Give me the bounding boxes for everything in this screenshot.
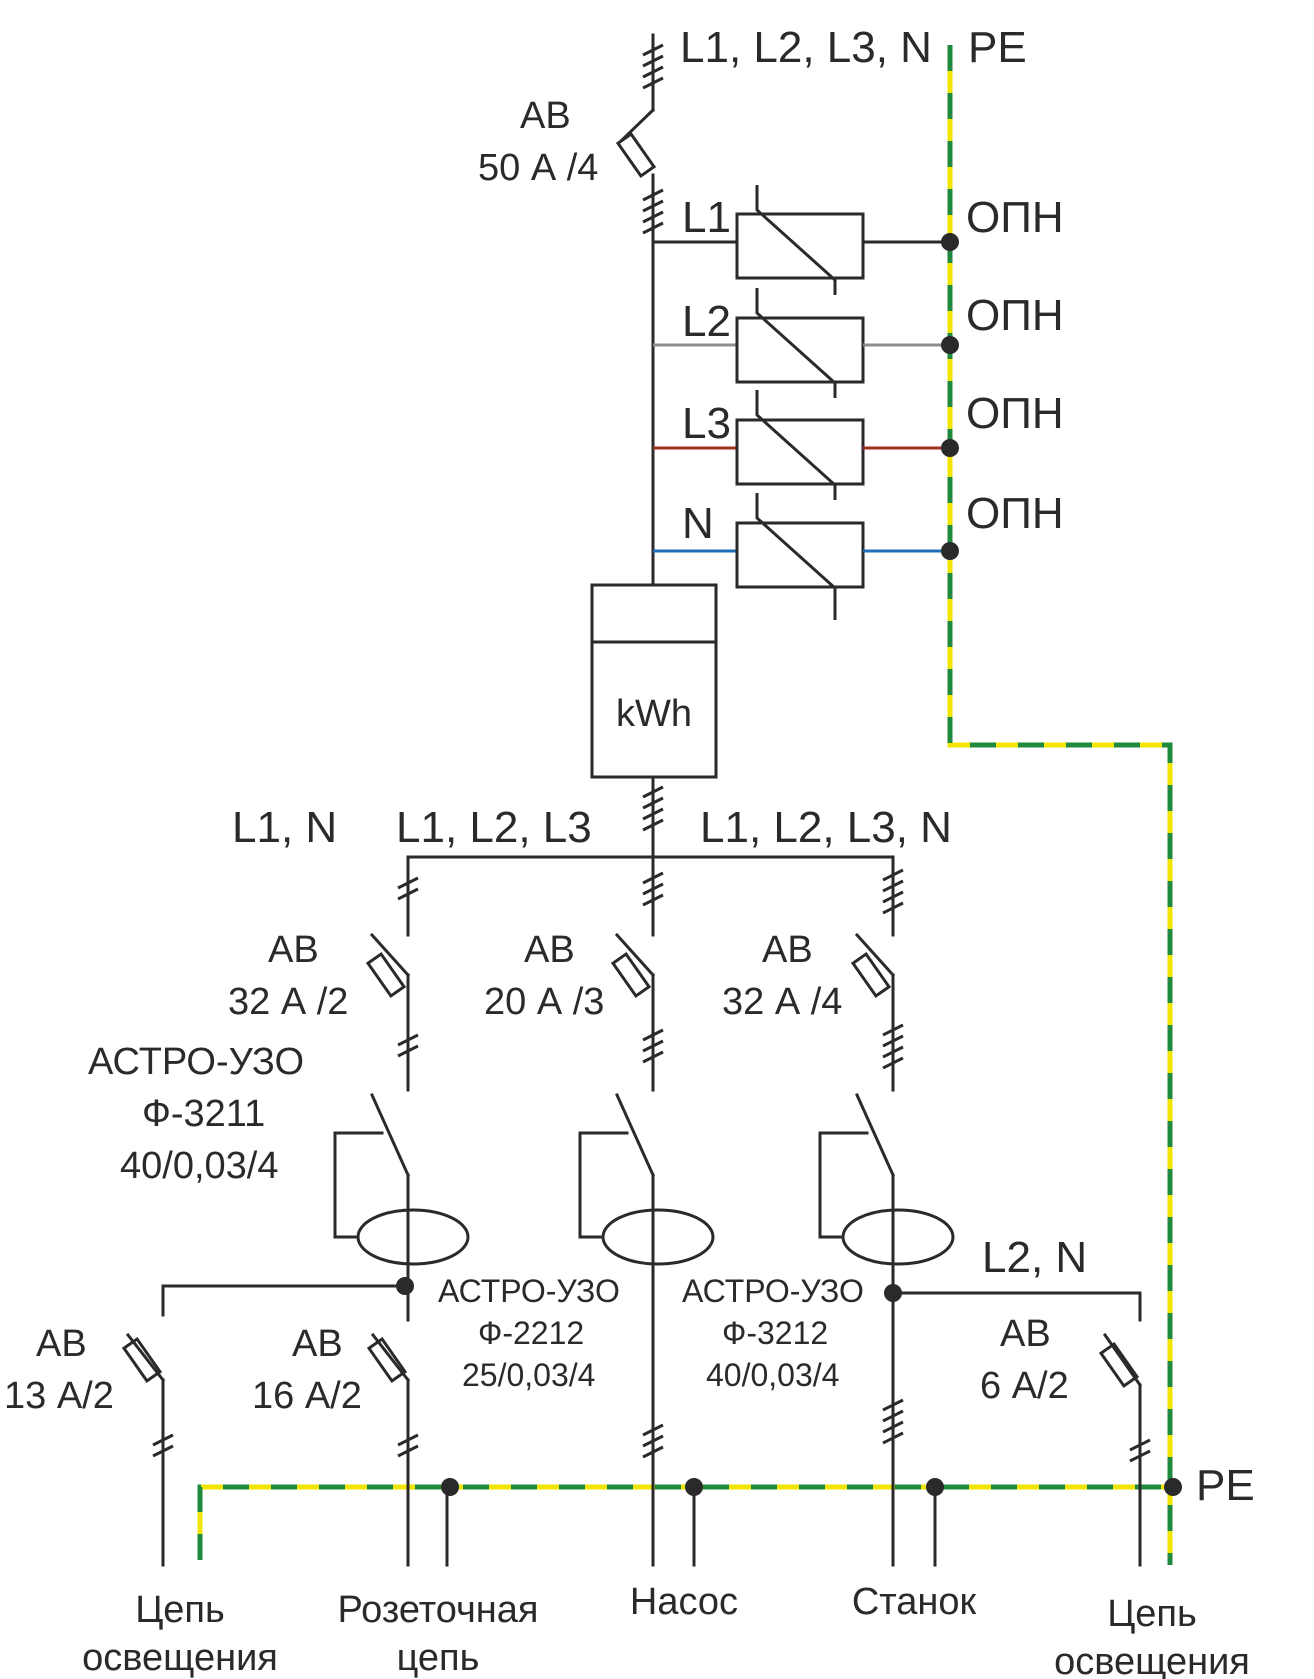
sub-circuits [121, 1277, 1182, 1567]
rcd-right-line-2: Ф-3212 [722, 1315, 828, 1351]
pe-conductor [197, 45, 1173, 1565]
bus-left-label: L1, N [232, 803, 337, 852]
four-conductor-mark-breaker [642, 188, 664, 235]
av13-title: АВ [36, 1323, 87, 1365]
main-breaker-symbol [615, 107, 657, 587]
opn-label-1: ОПН [966, 193, 1064, 242]
load-lighting-1-line-1: Цепь [135, 1589, 225, 1631]
branch-mid-rating: 20 А /3 [484, 981, 604, 1023]
opn-label-2: ОПН [966, 291, 1064, 340]
rcd-left-line-2: Ф-3211 [142, 1093, 265, 1135]
branch-right-rating: 32 А /4 [722, 981, 842, 1023]
rcd-right-line-3: 40/0,03/4 [706, 1357, 839, 1393]
av6-title: АВ [1000, 1313, 1051, 1355]
opn-label-4: ОПН [966, 489, 1064, 538]
branch-mid-title: АВ [524, 929, 575, 971]
av6-rating: 6 А/2 [980, 1365, 1069, 1407]
main-feeder [615, 33, 664, 587]
pe-bottom-label: PE [1196, 1461, 1255, 1510]
branch-right-title: АВ [762, 929, 813, 971]
labels: L1, L2, L3, N PE АВ 50 А /4 L1 L2 L3 N О… [4, 23, 1255, 1679]
main-breaker-rating: 50 А /4 [478, 147, 598, 189]
load-sockets-line-1: Розеточная [337, 1589, 538, 1631]
rcd-right-line-1: АСТРО-УЗО [682, 1273, 864, 1309]
input-phases-label: L1, L2, L3, N [680, 23, 932, 72]
four-conductor-mark-meter [642, 785, 664, 832]
opn-label-3: ОПН [966, 389, 1064, 438]
av13-rating: 13 А/2 [4, 1375, 114, 1417]
l3-label: L3 [682, 399, 731, 448]
branch-left-rating: 32 А /2 [228, 981, 348, 1023]
input-pe-label: PE [968, 23, 1027, 72]
rcd-devices [333, 1093, 955, 1567]
meter-label: kWh [616, 693, 692, 735]
main-breaker-title: АВ [520, 95, 571, 137]
distribution-bus [397, 855, 904, 922]
energy-meter: kWh [590, 583, 718, 922]
rcd-left-line-1: АСТРО-УЗО [88, 1041, 304, 1083]
bus-mid-label: L1, L2, L3 [396, 803, 592, 852]
load-pump: Насос [630, 1581, 738, 1623]
rcd-mid-line-2: Ф-2212 [478, 1315, 584, 1351]
bus-right-label: L1, L2, L3, N [700, 803, 952, 852]
l1-label: L1 [682, 193, 731, 242]
n-label: N [682, 499, 714, 548]
load-lighting-1-line-2: освещения [82, 1637, 278, 1679]
load-machine: Станок [852, 1581, 977, 1623]
rcd-mid-line-3: 25/0,03/4 [462, 1357, 595, 1393]
rcd-mid-line-1: АСТРО-УЗО [438, 1273, 620, 1309]
l2-label: L2 [682, 297, 731, 346]
load-lighting-2-line-2: освещения [1054, 1641, 1250, 1679]
surge-arresters [651, 185, 959, 620]
branch-breakers [365, 918, 904, 1092]
load-lighting-2-line-1: Цепь [1107, 1593, 1197, 1635]
sub-l2n-label: L2, N [982, 1233, 1087, 1282]
av16-title: АВ [292, 1323, 343, 1365]
four-conductor-mark-top [642, 43, 664, 90]
rcd-left-line-3: 40/0,03/4 [120, 1145, 278, 1187]
av16-rating: 16 А/2 [252, 1375, 362, 1417]
branch-left-title: АВ [268, 929, 319, 971]
load-sockets-line-2: цепь [397, 1637, 480, 1679]
